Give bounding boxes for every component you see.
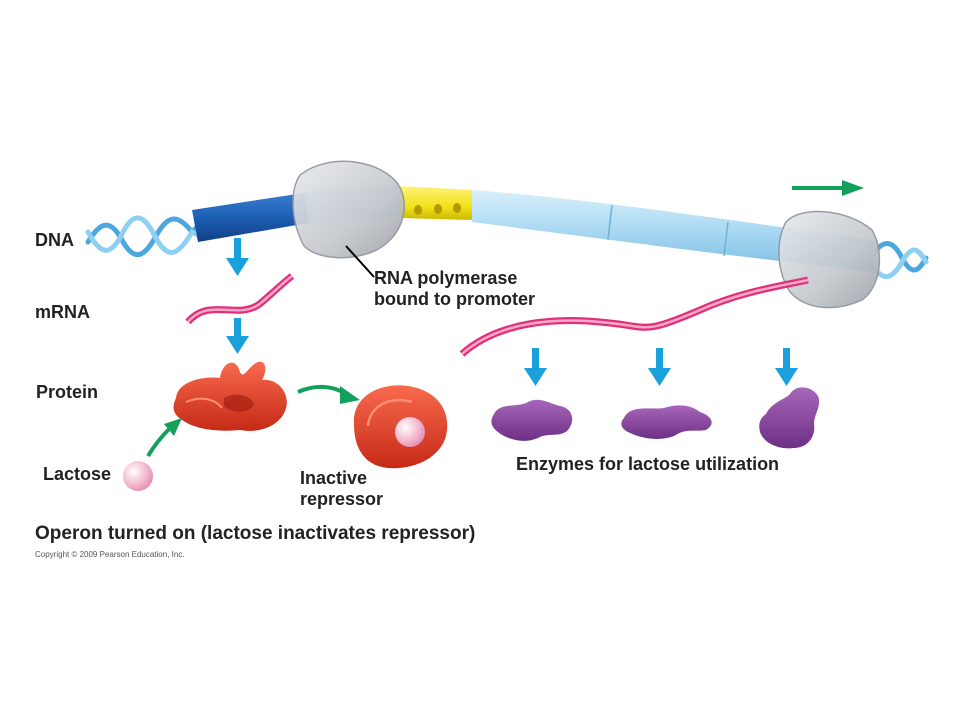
copyright-notice: Copyright © 2009 Pearson Education, Inc. xyxy=(35,550,185,559)
blue-down-arrow-icon xyxy=(226,318,249,354)
blue-down-arrow-icon xyxy=(775,348,798,386)
green-curved-arrow-icon xyxy=(146,418,182,458)
rna-polymerase-promoter xyxy=(292,160,405,259)
label-rna-polymerase-line1: RNA polymerase xyxy=(374,268,518,288)
label-inactive-repressor: Inactive repressor xyxy=(300,468,383,510)
blue-down-arrow-icon xyxy=(648,348,671,386)
blue-down-arrow-icon xyxy=(226,238,249,276)
label-rna-polymerase-line2: bound to promoter xyxy=(374,289,535,309)
green-right-arrow-icon xyxy=(792,180,864,196)
operator-dots xyxy=(414,203,461,215)
label-protein: Protein xyxy=(36,382,99,402)
mrna-repressor xyxy=(185,273,295,325)
enzyme-2 xyxy=(621,405,712,439)
dna-helix-right xyxy=(869,241,929,279)
lactose-molecule xyxy=(123,461,153,491)
enzyme-1 xyxy=(491,399,573,441)
enzyme-3 xyxy=(759,387,820,449)
inactive-repressor xyxy=(353,385,448,469)
repressor-protein xyxy=(173,361,287,431)
regulatory-gene xyxy=(192,192,314,242)
lactose-bound xyxy=(395,417,425,447)
label-mrna: mRNA xyxy=(35,302,91,322)
label-inactive-line1: Inactive xyxy=(300,468,368,488)
rna-polymerase-transcribing xyxy=(778,210,881,309)
gene-boundaries xyxy=(607,204,729,257)
polymerase-pointer xyxy=(345,245,375,278)
operon-genes xyxy=(472,190,876,272)
label-enzymes: Enzymes for lactose utilization xyxy=(516,454,780,474)
operator xyxy=(398,186,474,220)
label-inactive-line2: repressor xyxy=(300,489,384,509)
green-curved-arrow-icon xyxy=(297,385,360,404)
label-rna-polymerase: RNA polymerase bound to promoter xyxy=(374,268,535,310)
blue-down-arrow-icon xyxy=(524,348,547,386)
caption: Operon turned on (lactose inactivates re… xyxy=(35,523,476,544)
dna-helix-left xyxy=(85,215,203,257)
label-lactose: Lactose xyxy=(43,464,112,484)
label-dna: DNA xyxy=(35,230,74,250)
